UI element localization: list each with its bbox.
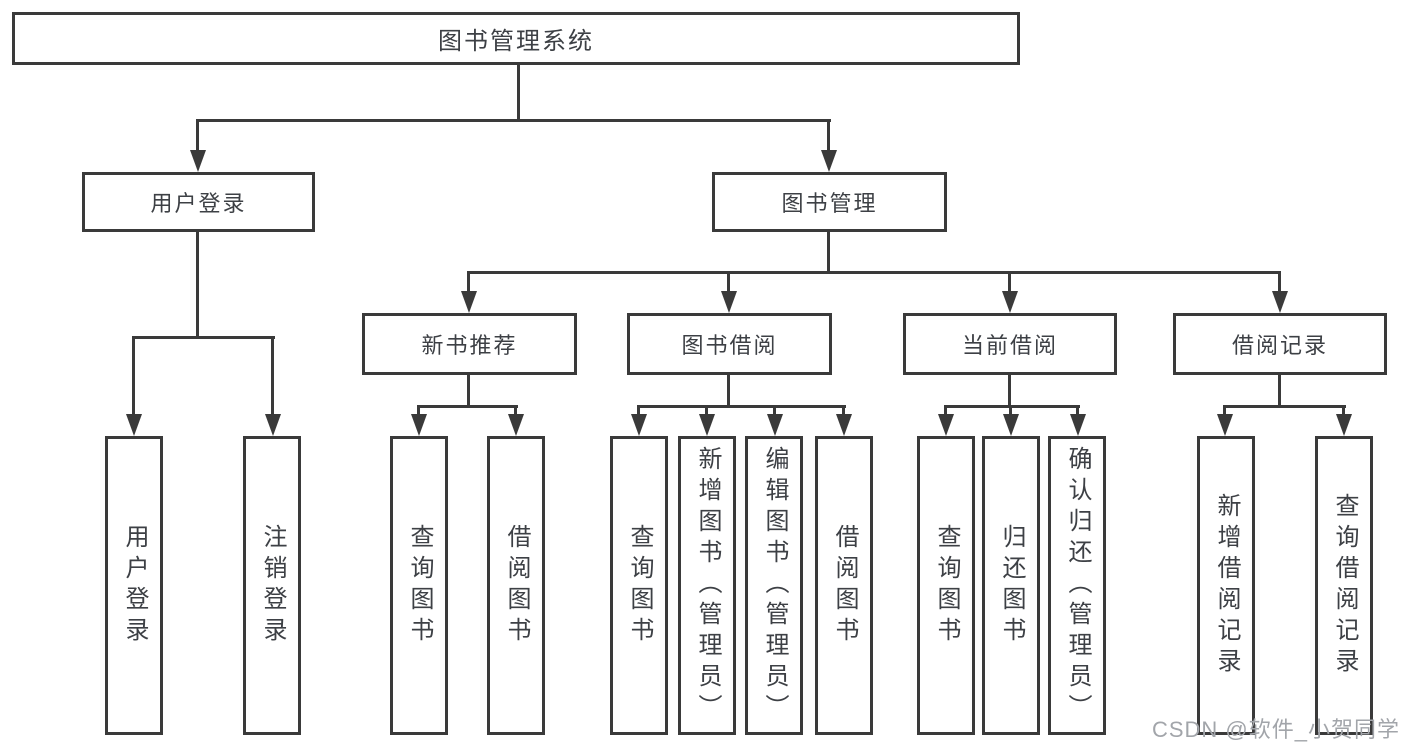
leaf-user-login: 用户登录 bbox=[105, 436, 163, 735]
connector-line bbox=[417, 405, 518, 408]
connector-line bbox=[827, 119, 830, 153]
arrow-down-icon bbox=[699, 414, 715, 436]
connector-line bbox=[944, 405, 1080, 408]
connector-line bbox=[1076, 405, 1079, 416]
connector-line bbox=[132, 336, 275, 339]
connector-line bbox=[773, 405, 776, 416]
arrow-down-icon bbox=[1002, 291, 1018, 313]
connector-line bbox=[1008, 375, 1011, 405]
leaf-query-borrow-record: 查询借阅记录 bbox=[1315, 436, 1373, 735]
connector-line bbox=[1278, 375, 1281, 405]
arrow-down-icon bbox=[411, 414, 427, 436]
arrow-down-icon bbox=[1003, 414, 1019, 436]
leaf-query-books-borrow: 查询图书 bbox=[610, 436, 668, 735]
connector-line bbox=[1008, 271, 1011, 292]
connector-line bbox=[944, 405, 947, 416]
arrow-down-icon bbox=[126, 414, 142, 436]
connector-line bbox=[467, 375, 470, 405]
arrow-down-icon bbox=[1070, 414, 1086, 436]
connector-line bbox=[132, 336, 135, 416]
arrow-down-icon bbox=[938, 414, 954, 436]
connector-line bbox=[467, 271, 1281, 274]
arrow-down-icon bbox=[836, 414, 852, 436]
connector-line bbox=[197, 119, 831, 122]
connector-line bbox=[1278, 271, 1281, 292]
leaf-add-borrow-record: 新增借阅记录 bbox=[1197, 436, 1255, 735]
connector-line bbox=[727, 271, 730, 292]
connector-line bbox=[417, 405, 420, 416]
connector-line bbox=[637, 405, 846, 408]
connector-line bbox=[827, 230, 830, 274]
node-borrowing-records: 借阅记录 bbox=[1173, 313, 1387, 375]
arrow-down-icon bbox=[508, 414, 524, 436]
connector-line bbox=[1009, 405, 1012, 416]
arrow-down-icon bbox=[461, 291, 477, 313]
leaf-confirm-return-admin: 确认归还（管理员） bbox=[1048, 436, 1106, 735]
connector-line bbox=[196, 119, 199, 153]
arrow-down-icon bbox=[1272, 291, 1288, 313]
connector-line bbox=[637, 405, 640, 416]
arrow-down-icon bbox=[721, 291, 737, 313]
connector-line bbox=[514, 405, 517, 416]
leaf-query-books-recommend: 查询图书 bbox=[390, 436, 448, 735]
node-book-management: 图书管理 bbox=[712, 172, 947, 232]
node-current-borrowing: 当前借阅 bbox=[903, 313, 1117, 375]
connector-line bbox=[271, 336, 274, 416]
leaf-add-books-admin: 新增图书（管理员） bbox=[678, 436, 736, 735]
arrow-down-icon bbox=[821, 150, 837, 172]
connector-line bbox=[517, 65, 520, 119]
connector-line bbox=[727, 375, 730, 405]
arrow-down-icon bbox=[1217, 414, 1233, 436]
connector-line bbox=[1342, 405, 1345, 416]
connector-line bbox=[196, 230, 199, 336]
watermark: CSDN @软件_小贺同学 bbox=[1151, 717, 1400, 742]
leaf-borrow-books-recommend: 借阅图书 bbox=[487, 436, 545, 735]
connector-line bbox=[842, 405, 845, 416]
connector-line bbox=[705, 405, 708, 416]
node-library-system: 图书管理系统 bbox=[12, 12, 1020, 65]
arrow-down-icon bbox=[1336, 414, 1352, 436]
arrow-down-icon bbox=[265, 414, 281, 436]
arrow-down-icon bbox=[767, 414, 783, 436]
leaf-logout: 注销登录 bbox=[243, 436, 301, 735]
node-user-login: 用户登录 bbox=[82, 172, 315, 232]
node-book-borrowing: 图书借阅 bbox=[627, 313, 832, 375]
leaf-borrow-books-borrow: 借阅图书 bbox=[815, 436, 873, 735]
leaf-query-books-current: 查询图书 bbox=[917, 436, 975, 735]
leaf-return-books: 归还图书 bbox=[982, 436, 1040, 735]
leaf-edit-books-admin: 编辑图书（管理员） bbox=[745, 436, 803, 735]
arrow-down-icon bbox=[631, 414, 647, 436]
connector-line bbox=[1223, 405, 1346, 408]
arrow-down-icon bbox=[190, 150, 206, 172]
node-new-book-recommendation: 新书推荐 bbox=[362, 313, 577, 375]
connector-line bbox=[1223, 405, 1226, 416]
connector-line bbox=[467, 271, 470, 292]
